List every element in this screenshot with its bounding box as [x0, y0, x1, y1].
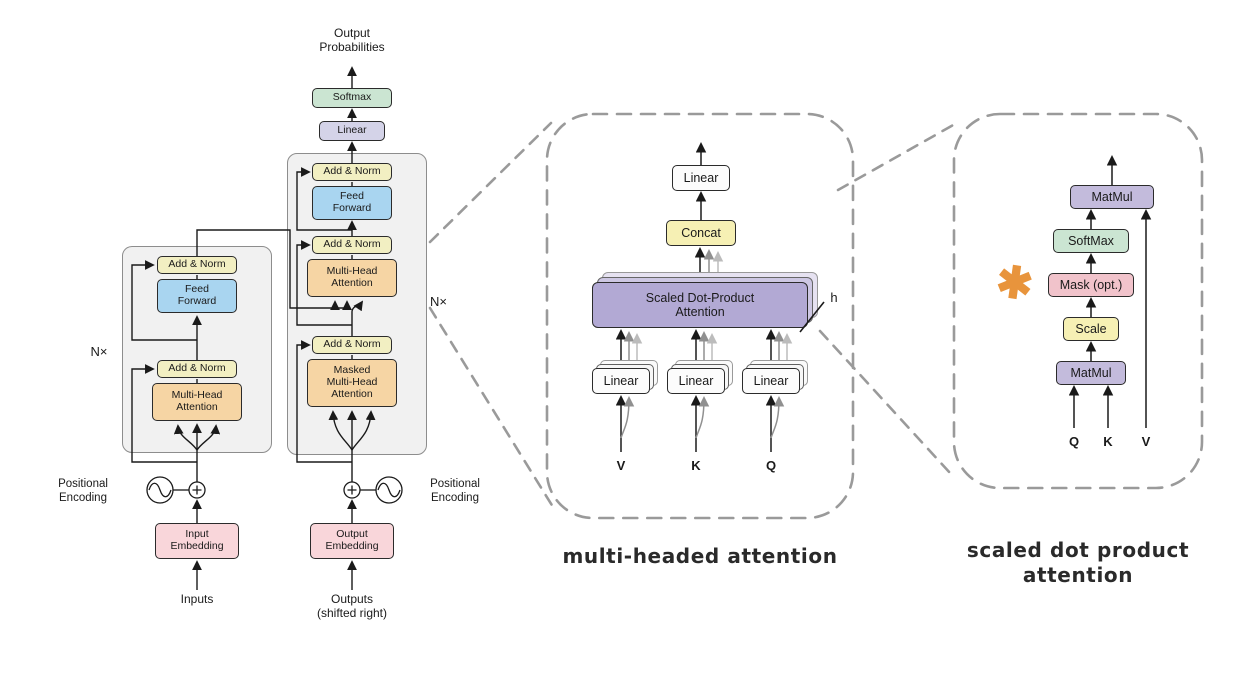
decoder-masked-multi-head-attention-box: Masked Multi-Head Attention [307, 359, 397, 407]
sdp-caption: scaled dot product attention [966, 538, 1190, 587]
mh-linear-v-box: Linear [592, 368, 650, 394]
multi-head-caption: multi-headed attention [562, 544, 838, 568]
linear-box: Linear [319, 121, 385, 141]
encoder-feed-forward-box: Feed Forward [157, 279, 237, 313]
mh-linear-output-box: Linear [672, 165, 730, 191]
mh-linear-q-box: Linear [742, 368, 800, 394]
encoder-add-norm-bottom-box: Add & Norm [157, 360, 237, 378]
v-input-label: V [616, 458, 626, 473]
h-count-label: h [830, 290, 838, 305]
decoder-add-norm-bottom-box: Add & Norm [312, 336, 392, 354]
sdp-mask-box: Mask (opt.) [1048, 273, 1134, 297]
inputs-label: Inputs [180, 592, 214, 606]
sdp-v-label: V [1141, 434, 1151, 449]
sdp-k-label: K [1103, 434, 1113, 449]
mh-linear-k-box: Linear [667, 368, 725, 394]
mh-scaled-dot-product-attention-box: Scaled Dot-Product Attention [592, 282, 808, 328]
q-input-label: Q [765, 458, 777, 473]
decoder-add-norm-top-box: Add & Norm [312, 163, 392, 181]
encoder-add-norm-top-box: Add & Norm [157, 256, 237, 274]
input-embedding-box: Input Embedding [155, 523, 239, 559]
mh-concat-box: Concat [666, 220, 736, 246]
encoder-stack [122, 246, 272, 453]
output-probabilities-label: Output Probabilities [319, 26, 385, 55]
sdp-softmax-box: SoftMax [1053, 229, 1129, 253]
sdp-q-label: Q [1068, 434, 1080, 449]
encoder-n-times-label: N× [90, 344, 108, 359]
positional-encoding-right-label: Positional Encoding [430, 478, 480, 504]
decoder-feed-forward-box: Feed Forward [312, 186, 392, 220]
sdp-scale-box: Scale [1063, 317, 1119, 341]
decoder-multi-head-attention-box: Multi-Head Attention [307, 259, 397, 297]
decoder-n-times-label: N× [430, 294, 447, 309]
sdp-matmul-input-box: MatMul [1056, 361, 1126, 385]
sdp-matmul-output-box: MatMul [1070, 185, 1154, 209]
positional-encoding-left-label: Positional Encoding [58, 478, 108, 504]
softmax-box: Softmax [312, 88, 392, 108]
outputs-label: Outputs (shifted right) [316, 592, 388, 621]
output-embedding-box: Output Embedding [310, 523, 394, 559]
encoder-multi-head-attention-box: Multi-Head Attention [152, 383, 242, 421]
decoder-add-norm-mid-box: Add & Norm [312, 236, 392, 254]
positional-encoding-symbols [146, 476, 403, 504]
k-input-label: K [691, 458, 701, 473]
mask-highlight-asterisk: ✱ [992, 256, 1037, 311]
